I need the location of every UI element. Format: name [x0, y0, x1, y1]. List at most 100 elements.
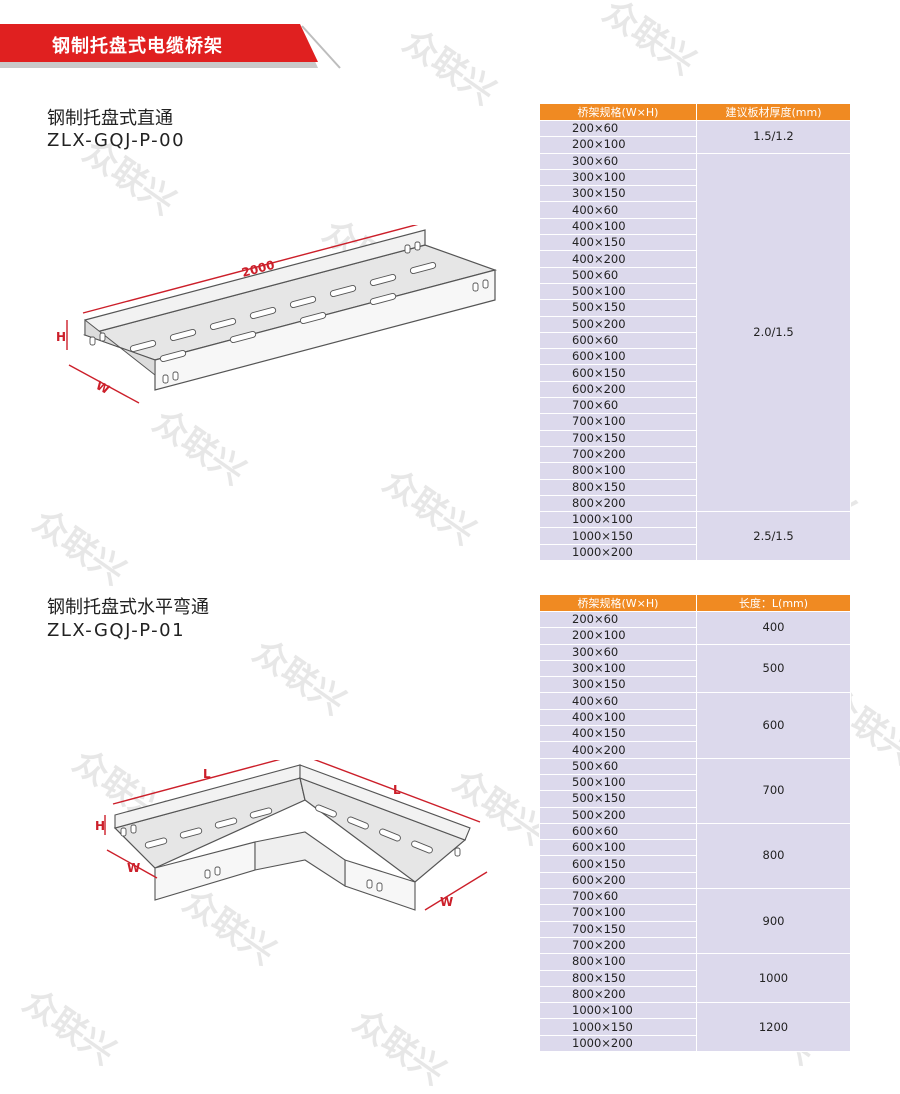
size-cell: 500×100: [539, 773, 697, 792]
value-cell: 600: [696, 692, 851, 759]
value-cell: 1200: [696, 1002, 851, 1053]
table-row: 400×60: [539, 201, 851, 219]
size-cell: 600×100: [539, 348, 697, 366]
size-cell: 400×100: [539, 708, 697, 727]
size-cell: 600×60: [539, 822, 697, 841]
table-header-length: 长度：L(mm): [696, 595, 851, 612]
table-header-size: 桥架规格(W×H): [539, 595, 697, 612]
length-right-label: L: [393, 783, 401, 797]
width-left-label: W: [127, 861, 140, 875]
size-cell: 500×60: [539, 757, 697, 775]
table-row: 700×100: [539, 413, 851, 431]
size-cell: 300×150: [539, 676, 697, 694]
size-cell: 700×60: [539, 397, 697, 415]
size-cell: 500×200: [539, 315, 697, 333]
watermark-text: 众联兴: [15, 981, 123, 1074]
size-cell: 800×150: [539, 969, 697, 987]
value-cell: 2.0/1.5: [696, 152, 851, 513]
size-cell: 700×150: [539, 429, 697, 447]
size-cell: 600×150: [539, 364, 697, 382]
size-cell: 500×200: [539, 806, 697, 824]
table-row: 700×150: [539, 429, 851, 447]
width-dimension-label: W: [94, 378, 112, 397]
size-cell: 700×200: [539, 445, 697, 464]
table-row: 600×200: [539, 380, 851, 399]
page-title: 钢制托盘式电缆桥架: [52, 36, 223, 57]
size-cell: 200×60: [539, 119, 697, 138]
table-row: 400×150: [539, 725, 851, 743]
table-row: 800×200: [539, 494, 851, 513]
horizontal-bend-diagram: L L H W W: [95, 760, 488, 911]
height-label: H: [95, 819, 105, 833]
value-cell: 800: [696, 822, 851, 890]
table-row: 1000×200: [539, 543, 851, 562]
size-cell: 600×150: [539, 855, 697, 873]
table-row: 400×100: [539, 217, 851, 236]
size-cell: 700×100: [539, 413, 697, 431]
table-row: 400×200: [539, 741, 851, 759]
size-cell: 400×200: [539, 250, 697, 268]
value-cell: 700: [696, 757, 851, 824]
height-dimension-label: H: [56, 330, 66, 344]
size-cell: 1000×150: [539, 1018, 697, 1036]
product-model-straight: ZLX-GQJ-P-00: [47, 130, 186, 151]
size-cell: 400×200: [539, 741, 697, 759]
watermark-text: 众联兴: [245, 631, 353, 724]
value-cell: 400: [696, 611, 851, 645]
size-cell: 1000×100: [539, 511, 697, 529]
table-header-size: 桥架规格(W×H): [539, 104, 697, 121]
table-row: 800×150: [539, 969, 851, 987]
table-row: 700×150: [539, 920, 851, 938]
table-row: 1000×150: [539, 527, 851, 545]
size-cell: 800×100: [539, 462, 697, 480]
table-row: 1000×150: [539, 1018, 851, 1036]
table-row: 600×200: [539, 871, 851, 890]
size-cell: 700×60: [539, 888, 697, 906]
title-banner: [0, 24, 341, 69]
length-left-label: L: [203, 767, 211, 781]
size-cell: 300×60: [539, 643, 697, 661]
size-cell: 500×100: [539, 282, 697, 301]
value-cell: 500: [696, 643, 851, 694]
watermark-text: 众联兴: [595, 0, 703, 84]
table-row: 200×100: [539, 136, 851, 154]
table-row: 800×100: [539, 462, 851, 480]
size-cell: 600×200: [539, 871, 697, 890]
size-cell: 600×60: [539, 331, 697, 350]
size-cell: 800×200: [539, 494, 697, 513]
size-cell: 800×100: [539, 953, 697, 971]
size-cell: 300×100: [539, 659, 697, 678]
size-cell: 400×60: [539, 692, 697, 710]
watermark-text: 众联兴: [395, 21, 503, 114]
size-cell: 600×200: [539, 380, 697, 399]
table-row: 500×150: [539, 790, 851, 808]
product-name-horizontal-bend: 钢制托盘式水平弯通: [47, 597, 209, 618]
table-row: 1000×200: [539, 1034, 851, 1053]
size-cell: 300×100: [539, 168, 697, 187]
table-header-thickness: 建议板材厚度(mm): [696, 104, 851, 121]
size-cell: 200×100: [539, 627, 697, 645]
size-cell: 500×150: [539, 299, 697, 317]
size-cell: 500×150: [539, 790, 697, 808]
size-cell: 400×60: [539, 201, 697, 219]
watermark-text: 众联兴: [25, 501, 133, 594]
size-cell: 700×150: [539, 920, 697, 938]
size-cell: 1000×150: [539, 527, 697, 545]
straight-tray-diagram: 2000 H W: [56, 225, 498, 404]
value-cell: 2.5/1.5: [696, 511, 851, 562]
width-right-label: W: [440, 895, 453, 909]
size-cell: 400×100: [539, 217, 697, 236]
size-cell: 500×60: [539, 266, 697, 284]
watermark-text: 众联兴: [375, 461, 483, 554]
size-cell: 600×100: [539, 839, 697, 857]
